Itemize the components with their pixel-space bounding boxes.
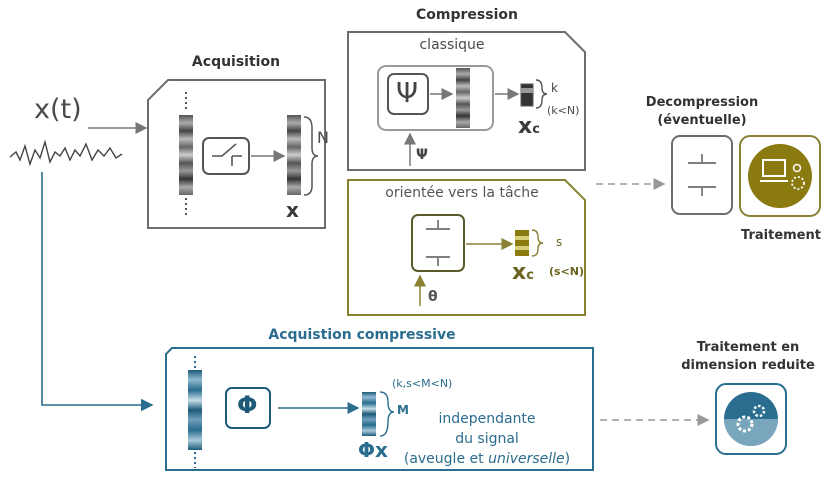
task-brace-top: s <box>556 235 563 249</box>
compressive-output-label: Φx <box>358 438 388 462</box>
decompression-title-2: (éventuelle) <box>657 113 747 128</box>
reduced-title-2: dimension reduite <box>681 358 815 373</box>
decompress-icon <box>671 135 733 215</box>
compression-task-label: orientée vers la tâche <box>385 185 539 201</box>
brace-m <box>379 391 395 437</box>
task-brace-bottom: (s<N) <box>549 265 585 278</box>
psi-icon <box>387 73 429 115</box>
brace-k <box>535 79 548 109</box>
brace-n <box>303 116 319 196</box>
sampled-vector-bar <box>287 115 301 195</box>
sparse-vector-bar <box>456 68 470 128</box>
compressive-title: Acquistion compressive <box>268 327 456 343</box>
acquisition-title: Acquisition <box>191 54 281 70</box>
compressive-box <box>165 347 594 471</box>
classic-brace-bottom: (k<N) <box>547 104 580 117</box>
analog-signal-bar <box>179 115 193 195</box>
switch-icon <box>202 137 250 175</box>
compression-classic-label: classique <box>419 37 485 53</box>
brace-s <box>531 229 544 257</box>
phi-symbol: Φ <box>237 391 258 419</box>
psi-symbol: Ψ <box>396 76 419 109</box>
psi-input-label: Ψ <box>416 147 428 163</box>
reduced-title-1: Traitement en <box>696 340 800 355</box>
signal-label: x(t) <box>34 94 82 125</box>
arrow-signal-to-compressive <box>41 172 154 412</box>
compressed-vector-bar-k <box>520 83 534 107</box>
compressive-input-bar <box>188 370 202 450</box>
processing-label: Traitement <box>741 228 821 243</box>
theta-box-icon <box>411 214 465 272</box>
acquisition-vector-label: x <box>286 198 299 222</box>
task-output-label: xc <box>512 260 534 285</box>
compressive-note-1: independante <box>438 411 536 427</box>
compressive-brace-top: (k,s<M<N) <box>392 377 453 390</box>
acquisition-dim-label: N <box>317 128 329 147</box>
theta-input-label: θ <box>428 289 438 305</box>
compressive-note-2: du signal <box>455 431 519 447</box>
measurement-vector-bar <box>362 392 376 436</box>
compressive-note-3: (aveugle et universelle) <box>403 451 571 467</box>
compressive-dim-label: M <box>397 403 409 417</box>
compression-title: Compression <box>416 7 518 23</box>
classic-brace-top: k <box>551 81 558 95</box>
compression-task-box <box>347 179 586 316</box>
signal-waveform <box>9 139 123 167</box>
task-output-bar <box>515 230 529 256</box>
decompression-title-1: Decompression <box>645 95 759 110</box>
phi-icon <box>225 387 271 429</box>
classic-output-label: xc <box>518 114 540 139</box>
